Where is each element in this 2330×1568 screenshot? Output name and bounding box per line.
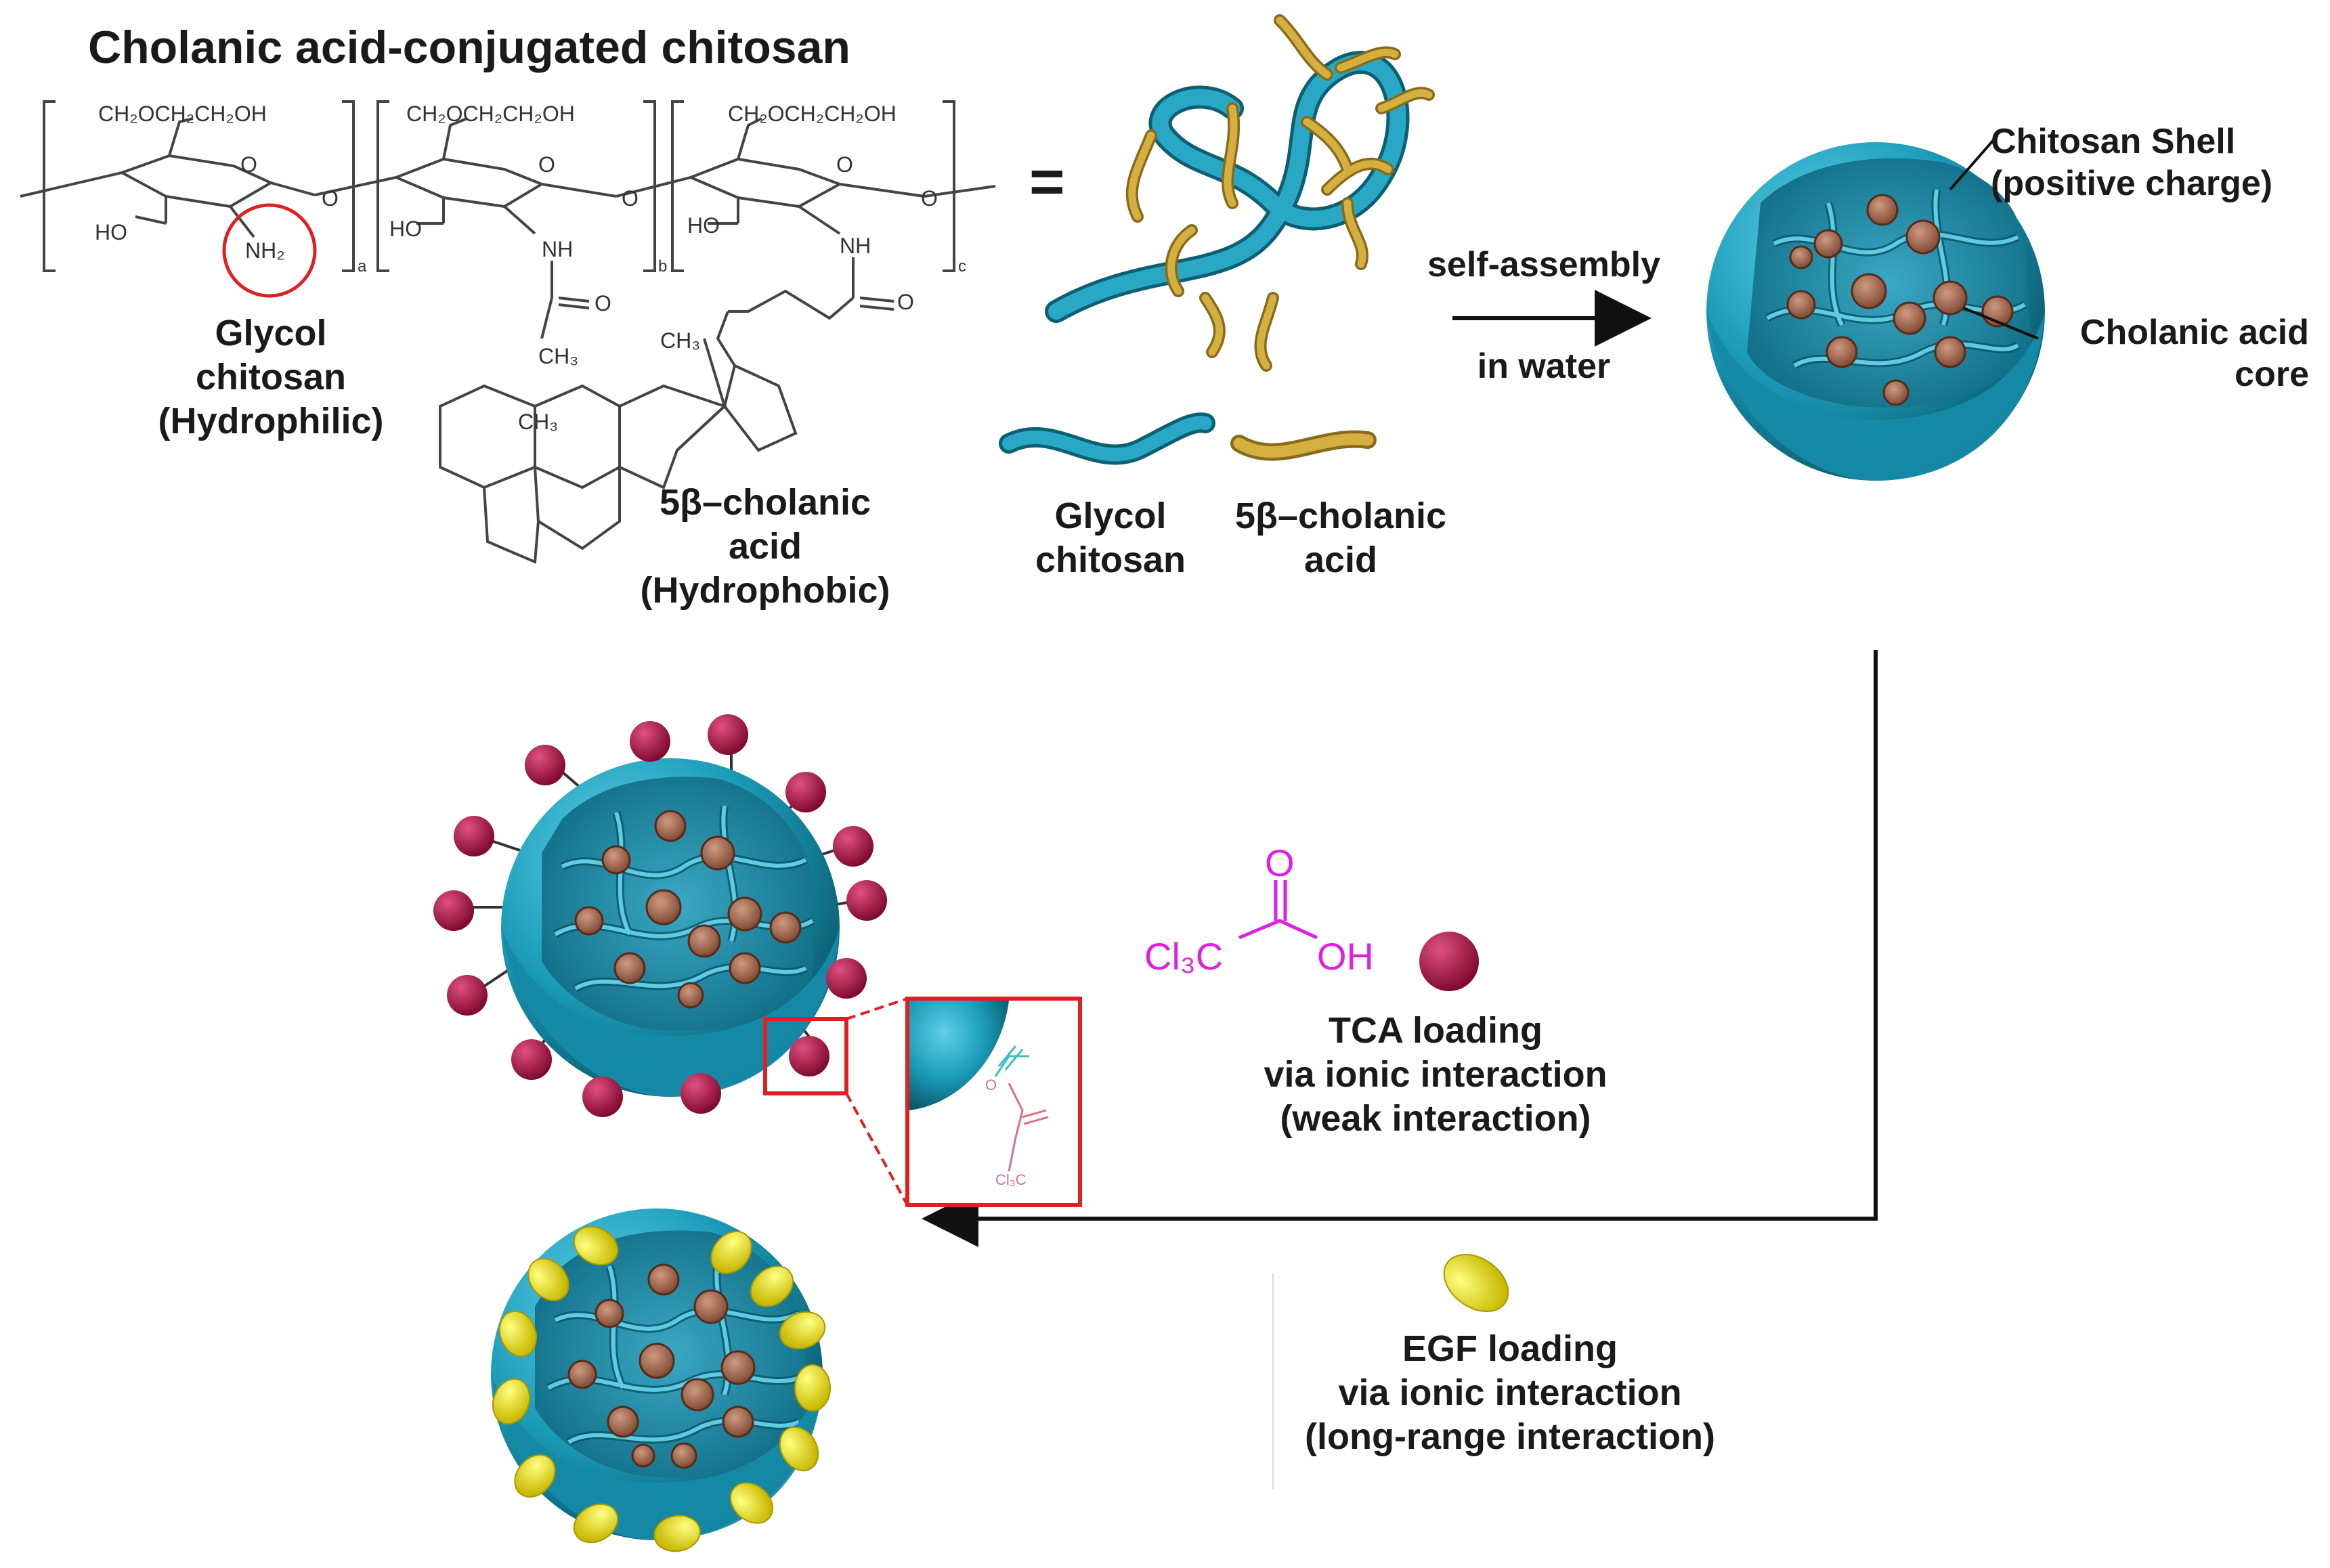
legend-glycol-chitosan-label: Glycol chitosan <box>995 494 1226 582</box>
loading-connector-arrow <box>922 650 1878 1247</box>
zoom-line-top <box>846 997 908 1020</box>
egf-label-line-3: (long-range interaction) <box>1305 1416 1715 1457</box>
nanoparticle-top <box>1706 142 2045 481</box>
amide-nh-1: NH <box>542 237 574 261</box>
tca-legend-sphere <box>1419 932 1479 991</box>
tca-label-line-1: TCA loading <box>1329 1010 1542 1051</box>
glycol-chitosan-label: Glycol chitosan (Hydrophilic) <box>122 311 420 443</box>
steroid-ring-c <box>618 384 727 489</box>
figure-title: Cholanic acid-conjugated chitosan <box>88 22 850 73</box>
hydroxyl-3: HO <box>687 213 720 238</box>
glycol-label-line-3: (Hydrophilic) <box>158 400 384 441</box>
steroid-ring-d <box>722 364 798 452</box>
egf-label-line-1: EGF loading <box>1402 1328 1618 1369</box>
legend-cholanic-acid-swatch <box>1230 430 1377 461</box>
egf-loading-label: EGF loading via ionic interaction (long-… <box>1273 1327 1747 1458</box>
cholanic-label-line-2: acid <box>728 525 802 567</box>
carbonyl-oxygen-2: O <box>897 290 914 314</box>
tca-formula-oxygen: O <box>1265 842 1295 884</box>
cholanic-label-line-1: 5β–cholanic <box>659 482 871 523</box>
tca-molecules <box>433 714 887 1117</box>
tca-label-line-3: (weak interaction) <box>1280 1097 1591 1139</box>
ring-oxygen-3: O <box>836 152 853 177</box>
in-water-label: in water <box>1477 347 1611 386</box>
tca-nanoparticle <box>433 714 887 1117</box>
zoom-inset <box>905 997 1082 1207</box>
cholanic-label-line-3: (Hydrophobic) <box>640 569 890 611</box>
zoom-line-bottom <box>845 1093 909 1206</box>
egf-legend-ellipse <box>1443 1254 1509 1312</box>
bracket-a-left <box>43 100 56 272</box>
subscript-a: a <box>358 257 367 276</box>
equals-sign: = <box>1029 148 1065 216</box>
glycol-label-line-2: chitosan <box>195 356 347 397</box>
tca-label-line-2: via ionic interaction <box>1264 1053 1608 1095</box>
tca-formula-oh: OH <box>1317 935 1374 978</box>
egf-molecules <box>492 1225 831 1552</box>
inset-oxygen: O <box>985 1076 997 1093</box>
methyl-steroid-1: CH₃ <box>660 328 701 353</box>
amine-nh2: NH₂ <box>245 238 285 263</box>
cholanic-core-label: Cholanic acid core <box>2018 311 2309 396</box>
tca-formula-cl3c: Cl₃C <box>1144 935 1224 978</box>
steroid-ring-a <box>439 384 536 489</box>
egf-label-line-2: via ionic interaction <box>1338 1372 1682 1413</box>
chitosan-structure <box>20 100 996 564</box>
hydroxyl-1: HO <box>95 220 127 244</box>
shell-label-line-2: (positive charge) <box>1991 164 2273 204</box>
core-leader-line <box>1963 307 2039 340</box>
side-chain-2: CH₂OCH₂CH₂OH <box>406 102 575 126</box>
link-oxygen-1: O <box>322 186 339 211</box>
carbonyl-oxygen-1: O <box>595 291 611 315</box>
ring-oxygen-2: O <box>538 152 555 177</box>
legend-cholanic-line-1: 5β–cholanic <box>1234 496 1447 536</box>
tca-formula-bonds <box>1238 880 1318 940</box>
hydroxyl-2: HO <box>389 217 422 241</box>
shell-leader-line <box>1949 134 1999 191</box>
self-assembly-label: self-assembly <box>1427 245 1660 284</box>
side-chain-3: CH₂OCH₂CH₂OH <box>728 102 897 126</box>
ring-oxygen-1: O <box>240 152 257 177</box>
glycol-label-line-1: Glycol <box>215 313 327 353</box>
amide-nh-2: NH <box>840 234 871 258</box>
shell-label-line-1: Chitosan Shell <box>1991 122 2236 161</box>
methyl-steroid-2: CH₃ <box>518 410 559 434</box>
subscript-c: c <box>958 257 966 276</box>
side-chain-1: CH₂OCH₂CH₂OH <box>98 102 267 126</box>
polymer-chains-illustration <box>1045 14 1435 372</box>
legend-glycol-line-2: chitosan <box>1035 539 1186 580</box>
inset-cl3c: Cl₃C <box>995 1171 1027 1188</box>
core-label-line-2: core <box>2235 355 2309 395</box>
nh2-highlight-circle <box>222 203 317 298</box>
methyl-acetyl: CH₃ <box>538 344 579 368</box>
core-label-line-1: Cholanic acid <box>2079 313 2309 352</box>
subscript-b: b <box>658 257 668 276</box>
zoom-source-box <box>763 1017 848 1095</box>
bracket-b-left <box>376 100 389 272</box>
link-oxygen-3: O <box>921 186 938 211</box>
legend-glycol-line-1: Glycol <box>1054 496 1167 536</box>
chitosan-shell-label: Chitosan Shell (positive charge) <box>1991 121 2272 205</box>
bracket-c-left <box>671 100 684 272</box>
steroid-ring-b <box>534 384 620 489</box>
egf-nanoparticle <box>491 1208 831 1552</box>
bracket-c-right <box>943 100 955 272</box>
legend-cholanic-line-2: acid <box>1303 539 1378 580</box>
cholanic-core-particles <box>1786 194 2014 406</box>
link-oxygen-2: O <box>622 186 639 211</box>
legend-cholanic-acid-label: 5β–cholanic acid <box>1212 494 1469 582</box>
cholanic-acid-label: 5β–cholanic acid (Hydrophobic) <box>609 481 921 612</box>
legend-glycol-chitosan-swatch <box>999 412 1215 465</box>
tca-loading-label: TCA loading via ionic interaction (weak … <box>1205 1009 1666 1140</box>
